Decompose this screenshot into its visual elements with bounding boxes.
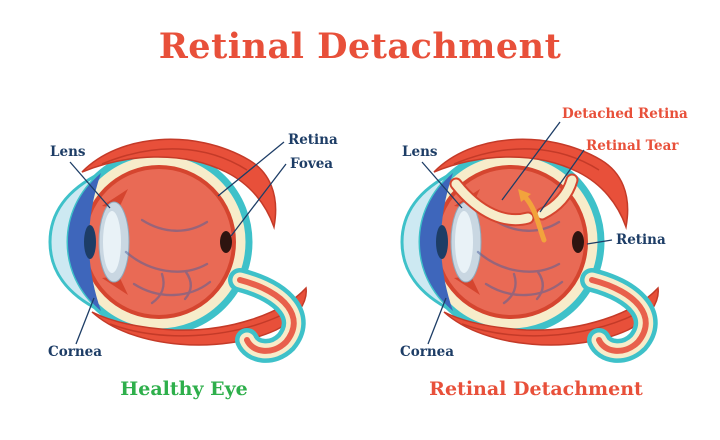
lens-label: Lens [402, 144, 438, 160]
fovea-label: Fovea [290, 156, 333, 172]
healthy-eye-panel: Lens Retina Fovea Cornea [14, 92, 354, 374]
detached-retina-flap [449, 173, 579, 227]
cornea-label: Cornea [400, 344, 454, 360]
retina-label: Retina [288, 132, 338, 148]
cornea-label: Cornea [48, 344, 102, 360]
leader-lines-detached [421, 121, 613, 345]
detached-eye-panel: Lens Detached Retina Retinal Tear Retina… [366, 92, 706, 374]
lens-label: Lens [50, 144, 86, 160]
leader-lines-healthy [69, 141, 287, 345]
healthy-eye-caption: Healthy Eye [120, 378, 248, 400]
retinal-tear-label: Retinal Tear [586, 138, 679, 154]
eye-diagram-detached: Lens Detached Retina Retinal Tear Retina… [366, 106, 688, 374]
eye-diagram-healthy: Lens Retina Fovea Cornea [14, 92, 338, 374]
page-title: Retinal Detachment [158, 26, 562, 67]
tear-arrow [518, 189, 547, 243]
detached-retina-label: Detached Retina [562, 106, 688, 122]
detached-eye-caption: Retinal Detachment [429, 378, 643, 400]
retina-label: Retina [616, 232, 666, 248]
